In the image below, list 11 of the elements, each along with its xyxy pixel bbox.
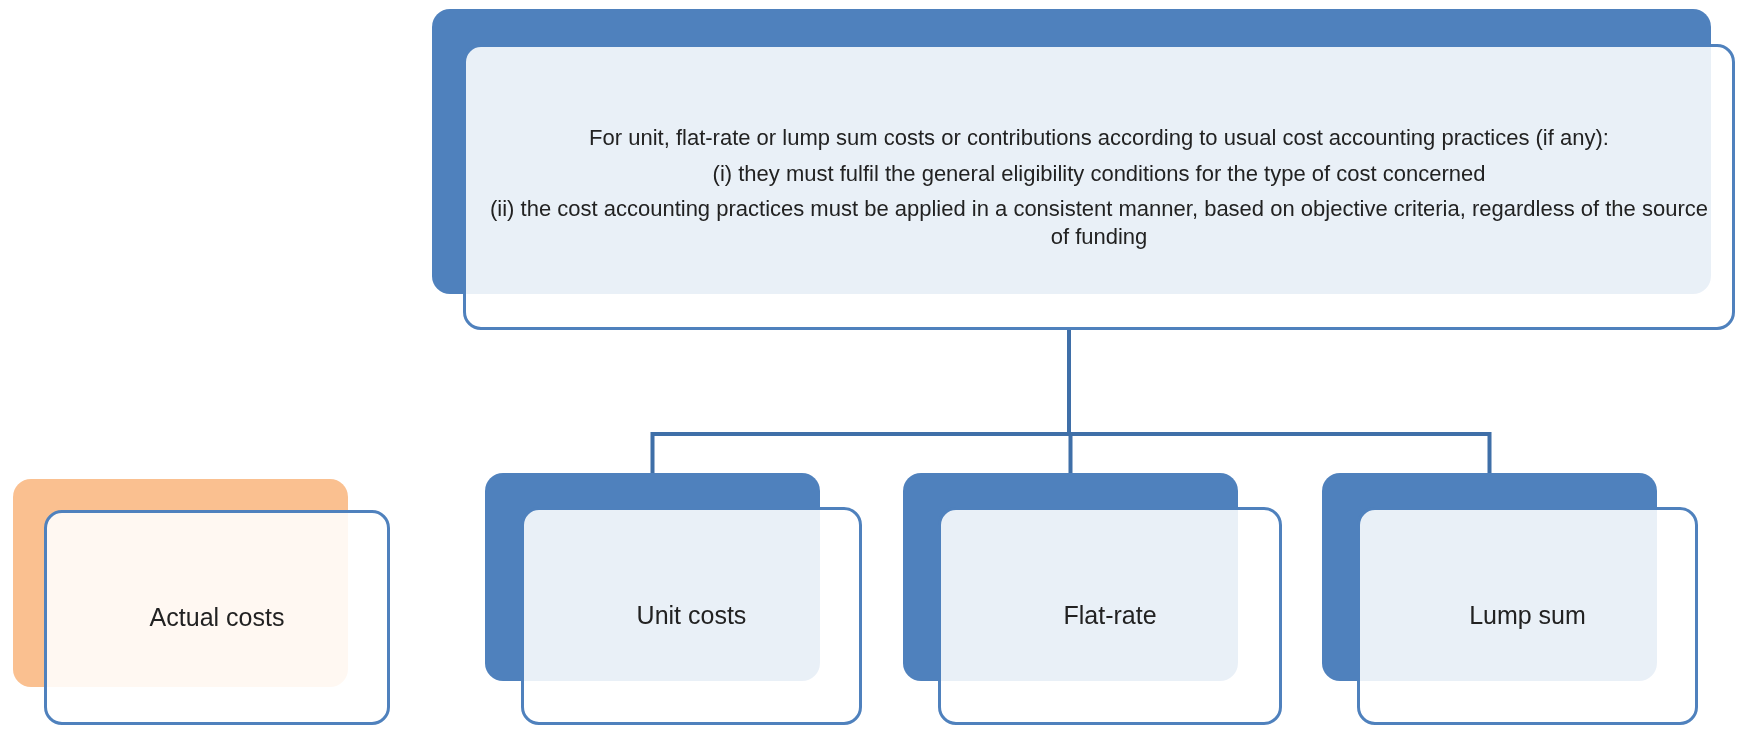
- box-text: Lump sum: [1469, 600, 1586, 632]
- stacked-box: [903, 473, 1282, 725]
- box-text: Unit costs: [636, 600, 747, 632]
- box-text: Actual costs: [149, 601, 285, 633]
- stacked-box: [13, 479, 390, 725]
- box-text: (ii) the cost accounting practices must be applied in a consistent manner, based on objective criteria, regardless of the source of funding: [489, 195, 1709, 250]
- box-text: Flat-rate: [1063, 600, 1157, 632]
- box-text: (i) they must fulfil the general eligibility conditions for the type of cost concerned: [712, 159, 1486, 187]
- stacked-box: [485, 473, 862, 725]
- stacked-box: [1322, 473, 1698, 725]
- box-text: For unit, flat-rate or lump sum costs or contributions according to usual cost accounting practices (if any):: [589, 124, 1609, 152]
